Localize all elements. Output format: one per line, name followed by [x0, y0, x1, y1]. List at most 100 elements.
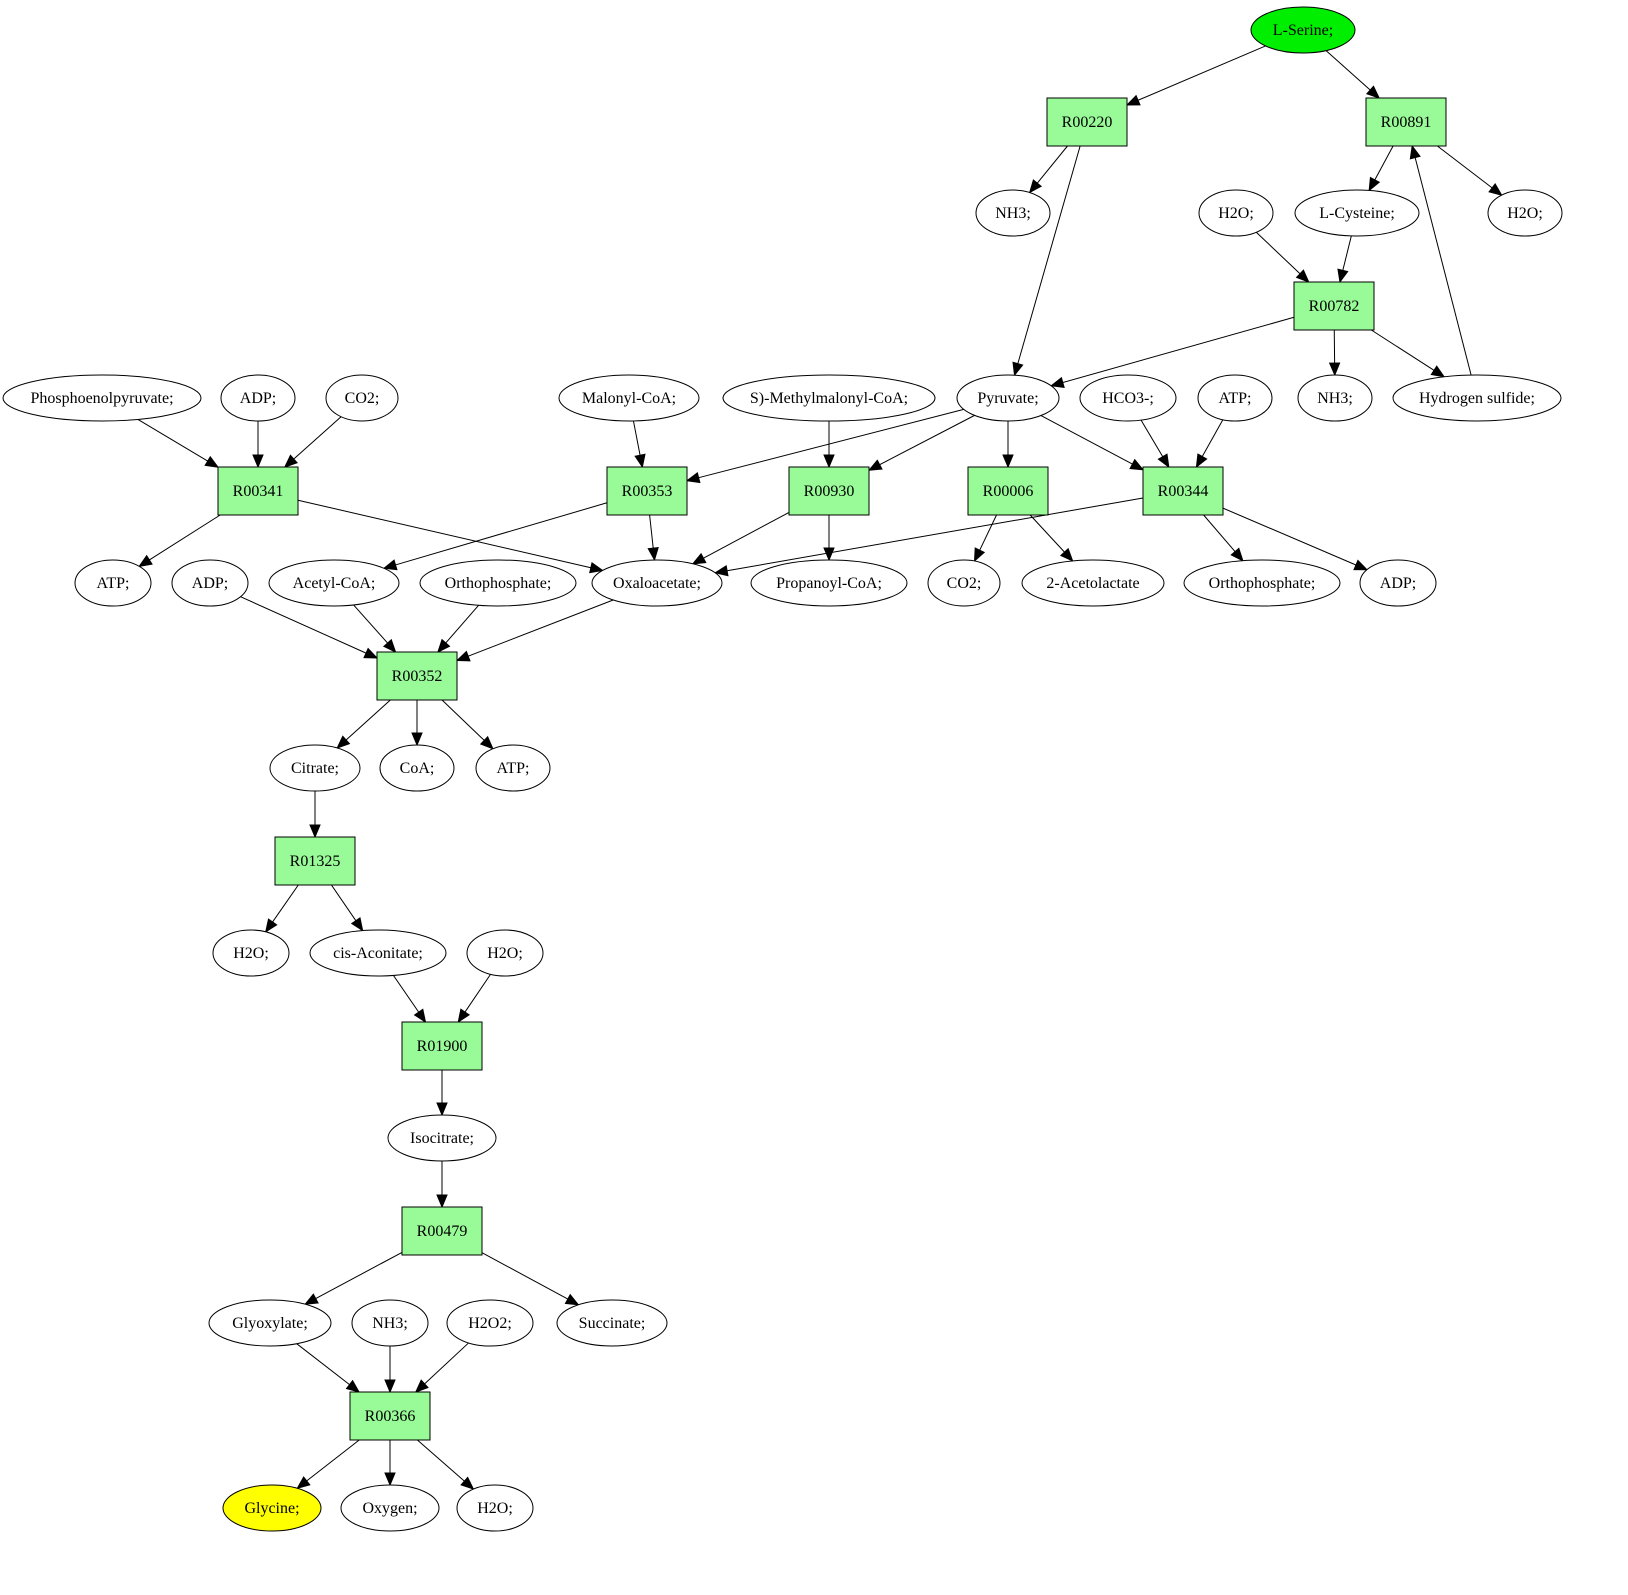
compound-node-n_pi_a[interactable]: Orthophosphate; — [419, 559, 577, 607]
compound-node-n_glycine[interactable]: Glycine; — [222, 1484, 322, 1532]
compound-node-n_coa[interactable]: CoA; — [379, 744, 455, 792]
compound-node-n_h2o_a[interactable]: H2O; — [1198, 189, 1274, 237]
edge-n_pyr-to-r00930 — [867, 414, 975, 471]
compound-node-n_co2_b[interactable]: CO2; — [927, 559, 1001, 607]
edge-line — [137, 419, 208, 462]
compound-node-n_h2o_e[interactable]: H2O; — [456, 1484, 534, 1532]
arrowhead-icon — [457, 1008, 471, 1024]
arrowhead-icon — [1430, 365, 1446, 378]
edge-r00353-to-n_accoa — [382, 502, 608, 571]
compound-node-n_nh3_c[interactable]: NH3; — [351, 1299, 429, 1347]
node-label: R00344 — [1158, 483, 1209, 500]
compound-node-n_smmcoa[interactable]: S)-Methylmalonyl-CoA; — [722, 374, 936, 422]
node-label: Malonyl-CoA; — [582, 390, 676, 407]
node-label: CoA; — [400, 760, 435, 777]
edge-line — [1029, 514, 1065, 553]
compound-node-n_oaa[interactable]: Oxaloacetate; — [591, 559, 723, 607]
arrowhead-icon — [437, 638, 451, 653]
compound-node-n_pi_b[interactable]: Orthophosphate; — [1183, 559, 1341, 607]
arrowhead-icon — [1337, 268, 1349, 284]
compound-node-n_propcoa[interactable]: Propanoyl-CoA; — [750, 559, 908, 607]
compound-ellipse — [1183, 559, 1341, 607]
compound-node-n_oxygen[interactable]: Oxygen; — [340, 1484, 440, 1532]
compound-node-n_nh3_a[interactable]: NH3; — [975, 189, 1051, 237]
arrowhead-icon — [411, 732, 423, 747]
compound-node-n_atp_b[interactable]: ATP; — [74, 559, 152, 607]
edge-line — [1325, 50, 1371, 91]
arrowhead-icon — [384, 1472, 396, 1487]
edge-r00366-to-n_oxygen — [384, 1440, 396, 1487]
reaction-node-r00353[interactable]: R00353 — [606, 466, 688, 516]
compound-ellipse — [722, 374, 936, 422]
edge-r00353-to-n_oaa — [647, 514, 659, 562]
edge-r00366-to-n_glycine — [296, 1439, 360, 1490]
compound-node-n_adp_b[interactable]: ADP; — [171, 559, 249, 607]
compound-node-n_pyr[interactable]: Pyruvate; — [956, 374, 1060, 422]
edge-r00930-to-n_propcoa — [823, 515, 835, 562]
node-label: H2O2; — [468, 1315, 512, 1332]
compound-node-n_acetolac[interactable]: 2-Acetolactate — [1021, 559, 1165, 607]
node-label: Orthophosphate; — [1209, 575, 1316, 592]
reaction-node-r01900[interactable]: R01900 — [401, 1021, 483, 1071]
reaction-node-r00220[interactable]: R00220 — [1046, 97, 1128, 147]
compound-ellipse — [1297, 374, 1373, 422]
compound-node-n_malcoa[interactable]: Malonyl-CoA; — [558, 374, 700, 422]
compound-ellipse — [419, 559, 577, 607]
node-label: R00782 — [1309, 298, 1360, 315]
compound-node-n_h2o2[interactable]: H2O2; — [446, 1299, 534, 1347]
arrowhead-icon — [345, 1379, 361, 1393]
reaction-node-r01325[interactable]: R01325 — [274, 836, 356, 886]
edge-r00352-to-n_atp_c — [441, 699, 494, 750]
compound-ellipse — [220, 374, 296, 422]
compound-node-n_h2o_b[interactable]: H2O; — [1487, 189, 1563, 237]
node-label: HCO3-; — [1102, 390, 1154, 407]
compound-node-n_glyox[interactable]: Glyoxylate; — [208, 1299, 332, 1347]
compound-node-n_isocit[interactable]: Isocitrate; — [387, 1114, 497, 1162]
arrowhead-icon — [1353, 559, 1369, 571]
compound-node-n_nh3_b[interactable]: NH3; — [1297, 374, 1373, 422]
compound-ellipse — [1392, 374, 1562, 422]
compound-node-n_succ[interactable]: Succinate; — [556, 1299, 668, 1347]
node-label: Isocitrate; — [410, 1130, 474, 1147]
compound-node-n_h2o_d[interactable]: H2O; — [466, 929, 544, 977]
compound-node-n_adp_c[interactable]: ADP; — [1359, 559, 1437, 607]
compound-node-n_h2s[interactable]: Hydrogen sulfide; — [1392, 374, 1562, 422]
compound-node-n_lcys[interactable]: L-Cysteine; — [1294, 189, 1420, 237]
edge-r00930-to-n_oaa — [691, 511, 790, 565]
arrowhead-icon — [1059, 547, 1074, 562]
compound-node-n_atp_a[interactable]: ATP; — [1197, 374, 1273, 422]
reaction-node-r00782[interactable]: R00782 — [1293, 281, 1375, 331]
edge-line — [1437, 145, 1493, 189]
reaction-node-r00341[interactable]: R00341 — [217, 466, 299, 516]
edge-n_malcoa-to-r00353 — [632, 420, 646, 469]
arrowhead-icon — [1157, 453, 1170, 469]
compound-node-n_lserine[interactable]: L-Serine; — [1250, 6, 1356, 54]
arrowhead-icon — [713, 564, 729, 577]
arrowhead-icon — [138, 554, 153, 568]
reaction-node-r00344[interactable]: R00344 — [1142, 466, 1224, 516]
reaction-node-r00891[interactable]: R00891 — [1365, 97, 1447, 147]
edge-n_atp_a-to-r00344 — [1195, 419, 1224, 469]
node-label: NH3; — [995, 205, 1031, 222]
reaction-node-r00366[interactable]: R00366 — [349, 1391, 431, 1441]
reaction-node-r00352[interactable]: R00352 — [376, 651, 458, 701]
node-label: ADP; — [240, 390, 276, 407]
reaction-node-r00479[interactable]: R00479 — [401, 1206, 483, 1256]
edge-n_lserine-to-r00891 — [1325, 50, 1381, 99]
reaction-node-r00930[interactable]: R00930 — [788, 466, 870, 516]
edge-r00006-to-n_co2_b — [973, 514, 997, 563]
compound-node-n_h2o_c[interactable]: H2O; — [212, 929, 290, 977]
edge-r00341-to-n_oaa — [297, 499, 604, 574]
compound-node-n_cisacon[interactable]: cis-Aconitate; — [309, 929, 447, 977]
compound-node-n_pep[interactable]: Phosphoenolpyruvate; — [2, 374, 202, 422]
compound-node-n_hco3[interactable]: HCO3-; — [1079, 374, 1177, 422]
arrowhead-icon — [479, 735, 494, 750]
compound-node-n_citrate[interactable]: Citrate; — [269, 744, 361, 792]
compound-node-n_co2_a[interactable]: CO2; — [325, 374, 399, 422]
compound-node-n_accoa[interactable]: Acetyl-CoA; — [268, 559, 400, 607]
compound-node-n_atp_c[interactable]: ATP; — [475, 744, 551, 792]
reaction-node-r00006[interactable]: R00006 — [967, 466, 1049, 516]
arrowhead-icon — [460, 1476, 475, 1490]
compound-node-n_adp_a[interactable]: ADP; — [220, 374, 296, 422]
